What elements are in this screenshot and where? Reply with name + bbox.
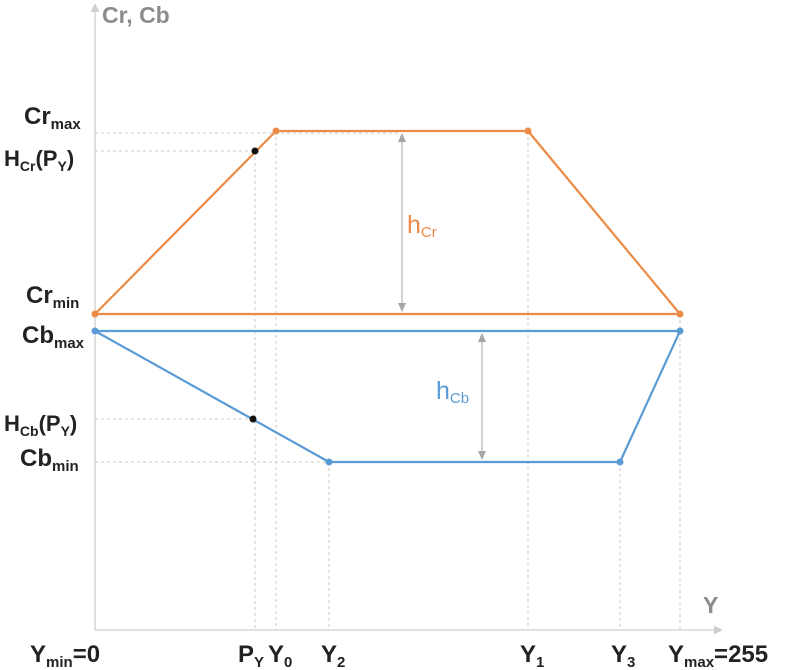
cb-curve	[91, 327, 684, 466]
y1-label: Y1	[520, 641, 544, 670]
h-cr-py-label: HCr(PY)	[4, 146, 74, 174]
p-y-label: PY	[238, 641, 264, 670]
x-axis-title: Y	[703, 592, 718, 618]
h-cb-point	[249, 415, 257, 423]
y-max-label: Ymax=255	[668, 641, 768, 670]
cr-point-y-max	[676, 310, 684, 318]
cb-trapezoid-line	[94, 329, 682, 464]
cb-point-y-min	[91, 327, 99, 335]
cr-curve	[91, 127, 684, 318]
cr-trapezoid-line	[94, 129, 682, 316]
cr-point-y-min	[91, 310, 99, 318]
h-cr-arrow	[398, 133, 406, 312]
cr-min-label: Crmin	[26, 282, 79, 312]
y-axis-title: Cr, Cb	[102, 2, 170, 28]
cb-point-y3	[616, 458, 624, 466]
h-cb-label: hCb	[436, 377, 469, 407]
cb-min-label: Cbmin	[20, 445, 79, 475]
h-cr-label: hCr	[407, 211, 437, 241]
cb-point-y-max	[676, 327, 684, 335]
y2-label: Y2	[321, 641, 345, 670]
h-cb-py-label: HCb(PY)	[4, 411, 77, 439]
cr-max-label: Crmax	[24, 103, 81, 133]
h-cr-point	[251, 147, 259, 155]
cb-point-y2	[325, 458, 333, 466]
cb-max-label: Cbmax	[22, 322, 85, 352]
y3-label: Y3	[611, 641, 635, 670]
cr-point-y0	[272, 127, 280, 135]
h-cb-arrow	[478, 333, 486, 460]
cr-point-y1	[524, 127, 532, 135]
y-min-label: Ymin=0	[30, 641, 100, 670]
y0-label: Y0	[268, 641, 292, 670]
